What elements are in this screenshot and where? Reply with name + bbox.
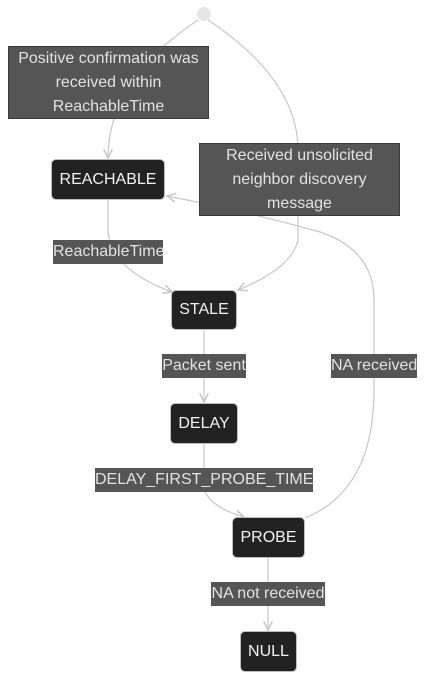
initial-state-dot: [197, 7, 211, 21]
label-probe-to-reachable: NA received: [331, 354, 417, 378]
label-start-to-reachable: Positive confirmation was received withi…: [8, 46, 209, 119]
state-probe: PROBE: [232, 517, 305, 558]
label-probe-to-null: NA not received: [211, 582, 325, 606]
label-stale-to-delay: Packet sent: [162, 354, 246, 378]
state-null: NULL: [240, 631, 297, 672]
state-reachable: REACHABLE: [51, 159, 165, 200]
state-stale: STALE: [171, 290, 237, 330]
label-delay-to-probe: DELAY_FIRST_PROBE_TIME: [95, 468, 313, 492]
state-delay: DELAY: [170, 403, 238, 444]
label-reachable-to-stale: ReachableTime: [53, 240, 164, 264]
label-start-to-stale: Received unsolicited neighbor discovery …: [199, 143, 400, 216]
